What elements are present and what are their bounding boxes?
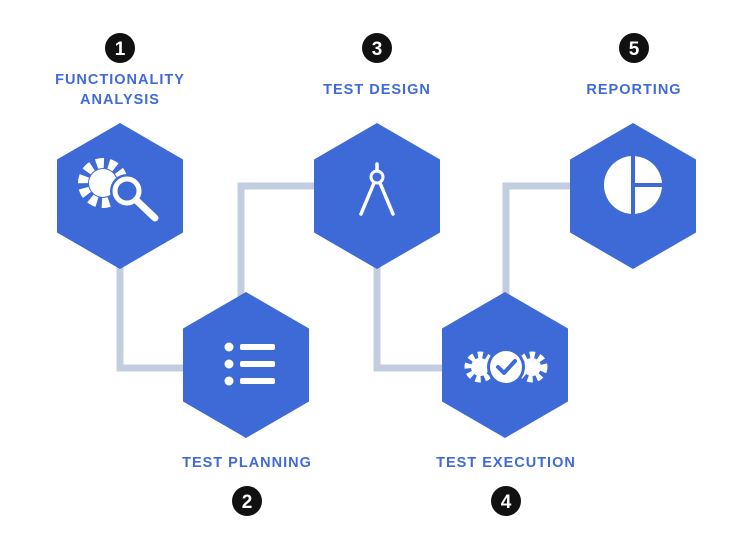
connectors xyxy=(116,182,585,372)
step-2: TEST PLANNING 2 xyxy=(182,292,312,516)
step-label-line2: ANALYSIS xyxy=(80,92,160,108)
step-number: 5 xyxy=(629,39,640,60)
list-icon xyxy=(224,342,275,386)
connector-3-4 xyxy=(373,258,455,372)
step-number-badge xyxy=(105,33,135,63)
step-5: 5 REPORTING xyxy=(570,33,696,269)
step-number: 3 xyxy=(372,39,383,60)
step-number-badge xyxy=(362,33,392,63)
step-label: TEST DESIGN xyxy=(323,82,431,98)
step-number-badge xyxy=(619,33,649,63)
step-3: 3 TEST DESIGN xyxy=(314,33,440,269)
connector-4-5 xyxy=(502,182,585,305)
step-label: TEST EXECUTION xyxy=(436,455,576,471)
step-label: TEST PLANNING xyxy=(182,455,312,471)
step-number-badge xyxy=(232,486,262,516)
pie-chart-icon xyxy=(604,153,666,217)
compass-icon xyxy=(359,162,395,216)
step-number: 2 xyxy=(242,492,253,513)
step-number-badge xyxy=(491,486,521,516)
gears-check-icon xyxy=(464,348,548,386)
connector-2-3 xyxy=(237,182,320,305)
step-4: TEST EXECUTION 4 xyxy=(436,292,576,516)
step-label-line1: FUNCTIONALITY xyxy=(55,72,185,88)
step-number: 1 xyxy=(115,39,126,60)
connector-1-2 xyxy=(116,258,200,372)
step-number: 4 xyxy=(501,492,512,513)
step-1: 1 FUNCTIONALITY ANALYSIS xyxy=(55,33,185,269)
step-hexagon xyxy=(314,123,440,269)
step-label: REPORTING xyxy=(586,82,681,98)
gear-magnifier-icon xyxy=(78,158,159,222)
